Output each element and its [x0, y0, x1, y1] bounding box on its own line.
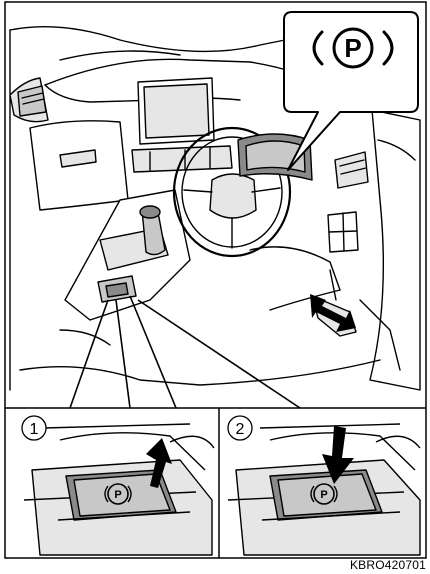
switch-symbol-2-letter: P	[320, 489, 327, 501]
glovebox	[30, 121, 128, 210]
switch-symbol-1-letter: P	[114, 489, 121, 501]
callout-symbol: P	[344, 33, 361, 63]
step-2-badge: 2	[228, 416, 252, 440]
step-2-number: 2	[236, 421, 245, 438]
step-1-number: 1	[30, 421, 39, 438]
steering-hub	[210, 174, 256, 218]
step-1-badge: 1	[22, 416, 46, 440]
left-air-vent	[18, 86, 46, 116]
figure-reference-code: KBRO420701	[350, 558, 426, 572]
